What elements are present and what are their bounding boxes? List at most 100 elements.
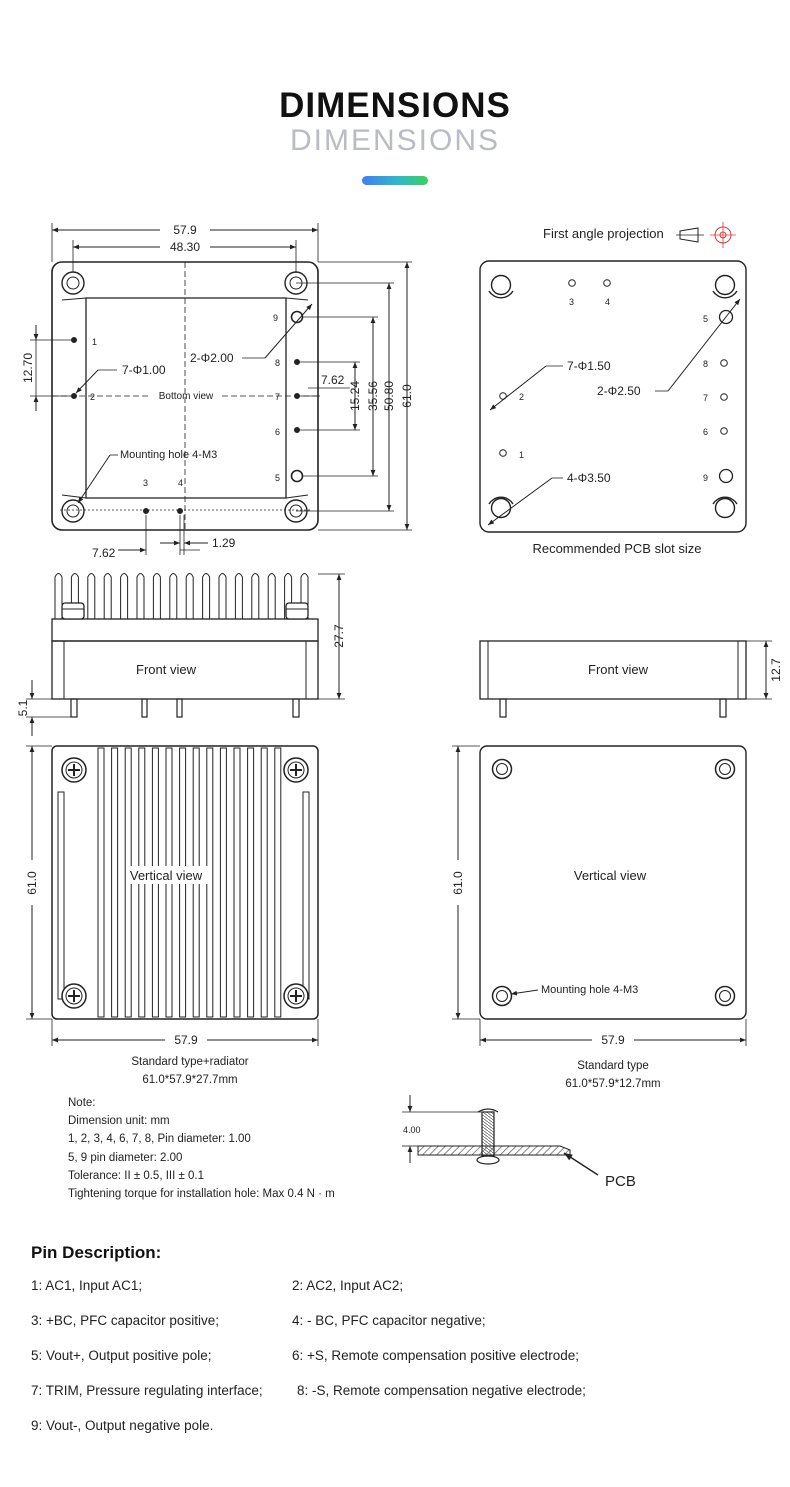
pin-number: 4 bbox=[605, 297, 610, 307]
radiator-groove bbox=[219, 747, 227, 1018]
radiator-fin bbox=[251, 573, 260, 619]
pin-item: 6: +S, Remote compensation positive elec… bbox=[292, 1348, 580, 1363]
note-line: Dimension unit: mm bbox=[68, 1115, 170, 1128]
radiator-fin bbox=[300, 573, 309, 619]
pin-number: 8 bbox=[275, 358, 280, 368]
radiator-groove bbox=[274, 747, 282, 1018]
dim-57-9-left: 57.9 bbox=[174, 1033, 198, 1047]
pin-item: 3: +BC, PFC capacitor positive; bbox=[31, 1313, 219, 1328]
page-subtitle: DIMENSIONS bbox=[289, 124, 501, 157]
pin-number: 5 bbox=[275, 473, 280, 483]
notes-block: Note: Dimension unit: mm 1, 2, 3, 4, 6, … bbox=[68, 1094, 335, 1203]
hole-250-label: 2-Φ2.50 bbox=[597, 384, 641, 398]
pin-number: 6 bbox=[703, 427, 708, 437]
pin-number: 1 bbox=[519, 450, 524, 460]
vertical-view-label-right: Vertical view bbox=[574, 868, 647, 883]
pin-number: 1 bbox=[92, 337, 97, 347]
radiator-fin bbox=[234, 573, 243, 619]
pin-number: 2 bbox=[90, 392, 95, 402]
bottom-view bbox=[30, 223, 412, 555]
pin-number: 9 bbox=[703, 473, 708, 483]
caption-standard-size: 61.0*57.9*12.7mm bbox=[565, 1078, 660, 1090]
radiator-fin bbox=[70, 573, 79, 619]
pcb-slot-view bbox=[479, 222, 747, 533]
bottom-view-label: Bottom view bbox=[159, 391, 214, 402]
radiator-fin bbox=[152, 573, 161, 619]
caption-standard-type: Standard type bbox=[577, 1060, 649, 1072]
pin-item: 9: Vout-, Output negative pole. bbox=[31, 1418, 214, 1433]
radiator-groove bbox=[111, 747, 119, 1018]
pin-item: 8: -S, Remote compensation negative elec… bbox=[297, 1383, 586, 1398]
pin-diameter-label: 7-Φ1.00 bbox=[122, 363, 166, 377]
pin-number: 5 bbox=[703, 314, 708, 324]
caption-radiator-type: Standard type+radiator bbox=[131, 1056, 248, 1068]
mount-hole-label-right: Mounting hole 4-M3 bbox=[541, 984, 638, 996]
projection-label: First angle projection bbox=[543, 226, 664, 241]
dim-35-56: 35.56 bbox=[366, 381, 380, 411]
dim-7-62-bottom: 7.62 bbox=[92, 546, 116, 560]
pin-number: 4 bbox=[178, 478, 183, 488]
vertical-view-radiator bbox=[26, 745, 319, 1046]
pin-item: 7: TRIM, Pressure regulating interface; bbox=[31, 1383, 263, 1398]
dim-48-30: 48.30 bbox=[170, 240, 200, 254]
radiator-fin bbox=[284, 573, 293, 619]
note-line: Tightening torque for installation hole:… bbox=[68, 1188, 335, 1201]
dim-1-29: 1.29 bbox=[212, 536, 236, 550]
pin-item: 2: AC2, Input AC2; bbox=[292, 1278, 404, 1293]
dim-57-9-right: 57.9 bbox=[601, 1033, 625, 1047]
dim-12-70: 12.70 bbox=[21, 353, 35, 383]
dim-50-80: 50.80 bbox=[382, 381, 396, 411]
bottom-view-labels: 57.9 48.30 12.70 7-Φ1.00 2-Φ2.00 Bottom … bbox=[21, 223, 414, 560]
radiator-side-slot bbox=[302, 791, 310, 1000]
dim-15-24: 15.24 bbox=[348, 381, 362, 411]
dim-4-00: 4.00 bbox=[403, 1125, 421, 1135]
front-view-standard bbox=[479, 640, 772, 718]
dim-61-0-left: 61.0 bbox=[25, 871, 39, 895]
pin-number: 9 bbox=[273, 313, 278, 323]
pin-number: 3 bbox=[569, 297, 574, 307]
front-view-radiator bbox=[26, 573, 345, 736]
dim-7-62-right: 7.62 bbox=[321, 373, 345, 387]
note-line: Tolerance: II ± 0.5, III ± 0.1 bbox=[68, 1169, 204, 1182]
pcb-slot-labels: First angle projection 7-Φ1.50 2-Φ2.50 4… bbox=[519, 226, 708, 556]
radiator-fin bbox=[202, 573, 211, 619]
radiator-groove bbox=[97, 747, 105, 1018]
dim-27-7: 27.7 bbox=[332, 624, 346, 648]
pin-item: 1: AC1, Input AC1; bbox=[31, 1278, 143, 1293]
pin-item: 4: - BC, PFC capacitor negative; bbox=[292, 1313, 486, 1328]
dim-61-0: 61.0 bbox=[400, 384, 414, 408]
radiator-fin bbox=[169, 573, 178, 619]
pin-number: 3 bbox=[143, 478, 148, 488]
radiator-groove bbox=[247, 747, 255, 1018]
note-line: 1, 2, 3, 4, 6, 7, 8, Pin diameter: 1.00 bbox=[68, 1133, 251, 1146]
pcb-label: PCB bbox=[605, 1173, 636, 1190]
pin-number: 7 bbox=[703, 393, 708, 403]
dim-61-0-right: 61.0 bbox=[451, 871, 465, 895]
radiator-fin bbox=[103, 573, 112, 619]
title-accent-bar bbox=[362, 176, 428, 185]
radiator-fin bbox=[120, 573, 129, 619]
vertical-view-standard bbox=[452, 745, 747, 1046]
radiator-fin bbox=[136, 573, 145, 619]
vertical-view-label-bg bbox=[126, 866, 208, 884]
pin-number: 2 bbox=[519, 392, 524, 402]
notes-heading: Note: bbox=[68, 1097, 96, 1109]
vertical-view-label-left: Vertical view bbox=[130, 868, 203, 883]
pin-description-title: Pin Description: bbox=[31, 1243, 162, 1262]
caption-radiator-size: 61.0*57.9*27.7mm bbox=[142, 1074, 237, 1086]
front-view-label-left: Front view bbox=[136, 662, 197, 677]
radiator-groove bbox=[233, 747, 241, 1018]
radiator-fin bbox=[54, 573, 63, 619]
mount-hole-label-left: Mounting hole 4-M3 bbox=[120, 449, 217, 461]
hole-350-label: 4-Φ3.50 bbox=[567, 471, 611, 485]
radiator-fin bbox=[87, 573, 96, 619]
pcb-caption: Recommended PCB slot size bbox=[532, 541, 701, 556]
radiator-groove bbox=[260, 747, 268, 1018]
dim-12-7: 12.7 bbox=[769, 658, 783, 682]
pin-number: 6 bbox=[275, 427, 280, 437]
page-title: DIMENSIONS bbox=[279, 86, 511, 125]
radiator-fin bbox=[218, 573, 227, 619]
pin-item: 5: Vout+, Output positive pole; bbox=[31, 1348, 212, 1363]
pin-number: 7 bbox=[275, 392, 280, 402]
